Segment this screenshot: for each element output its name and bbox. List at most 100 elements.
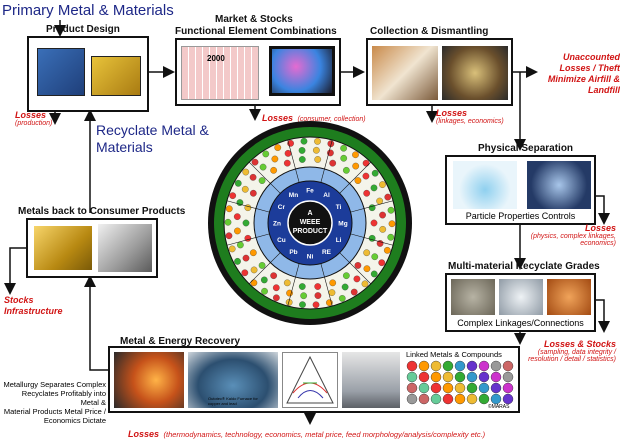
wheel-element-dot bbox=[383, 246, 391, 254]
compound-dot bbox=[466, 382, 478, 394]
grade-image-1 bbox=[451, 279, 495, 315]
compounds-label: Linked Metals & Compounds bbox=[406, 350, 502, 359]
wheel-element-dot bbox=[299, 301, 306, 309]
wheel-element-dot bbox=[242, 219, 250, 227]
compound-dot bbox=[442, 371, 454, 383]
market-title-1: Market & Stocks bbox=[215, 14, 293, 25]
wheel-element-dot bbox=[241, 185, 249, 193]
wheel-inner-element: Cu bbox=[277, 237, 286, 244]
compound-dot bbox=[442, 360, 454, 372]
wheel-element-dot bbox=[354, 177, 362, 184]
wheel-element-dot bbox=[250, 279, 258, 287]
wheel-element-dot bbox=[234, 227, 241, 235]
compound-dot bbox=[406, 371, 418, 383]
wheel-element-dot bbox=[259, 163, 267, 171]
wheel-element-dot bbox=[300, 292, 307, 300]
wheel-element-dot bbox=[341, 283, 349, 291]
multi-material-title: Multi-material Recyclate Grades bbox=[448, 261, 600, 272]
compound-dot bbox=[430, 371, 442, 383]
compound-dot bbox=[430, 393, 442, 405]
compound-dot bbox=[430, 382, 442, 394]
compound-dot bbox=[466, 371, 478, 383]
wheel-element-dot bbox=[260, 276, 268, 284]
metallurgy-note: Metallurgy Separates Complex Recyclates … bbox=[3, 380, 106, 425]
wheel-element-dot bbox=[298, 283, 306, 290]
wheel-center-line3: PRODUCT bbox=[293, 228, 328, 235]
compound-dot bbox=[502, 382, 514, 394]
wheel-element-dot bbox=[343, 272, 350, 280]
compound-dot bbox=[502, 360, 514, 372]
wheel-element-dot bbox=[314, 137, 321, 145]
wheel-element-dot bbox=[270, 272, 277, 280]
grade-image-2 bbox=[499, 279, 543, 315]
wheel-element-dot bbox=[298, 147, 306, 154]
wheel-element-dot bbox=[387, 233, 395, 241]
wheel-element-dot bbox=[384, 193, 392, 201]
wheel-element-dot bbox=[286, 289, 293, 297]
wheel-element-dot bbox=[328, 289, 336, 296]
compound-dot bbox=[454, 393, 466, 405]
furnace-image bbox=[188, 352, 278, 408]
wheel-element-dot bbox=[237, 241, 244, 249]
wheel-element-dot bbox=[270, 166, 277, 174]
silver-bar-image bbox=[98, 224, 152, 272]
wheel-element-dot bbox=[340, 144, 347, 152]
multi-material-box: Complex Linkages/Connections bbox=[445, 273, 596, 332]
compound-dot bbox=[418, 393, 430, 405]
wheel-element-dot bbox=[229, 192, 237, 200]
physical-separation-caption: Particle Properties Controls bbox=[465, 211, 576, 221]
compound-dot bbox=[406, 360, 418, 372]
wheel-element-dot bbox=[313, 146, 320, 154]
grade-image-3 bbox=[547, 279, 591, 315]
market-box: 2000 bbox=[175, 38, 341, 106]
wheel-element-dot bbox=[379, 181, 386, 188]
wheel-element-dot bbox=[283, 279, 291, 287]
wheel-center-line1: A bbox=[307, 210, 312, 217]
wheel-element-dot bbox=[379, 226, 387, 233]
losses-stocks: Losses & Stocks (sampling, data integrit… bbox=[528, 339, 616, 363]
wheel-element-dot bbox=[242, 254, 250, 262]
wheel-element-dot bbox=[273, 294, 280, 302]
wheel-element-dot bbox=[362, 172, 370, 180]
metals-back-title: Metals back to Consumer Products bbox=[18, 206, 186, 217]
wheel-inner-element: Ti bbox=[336, 204, 342, 211]
wheel-element-dot bbox=[283, 159, 291, 167]
wheel-element-dot bbox=[300, 137, 308, 145]
wheel-element-dot bbox=[353, 275, 361, 283]
wheel-element-dot bbox=[314, 292, 322, 299]
wheel-element-dot bbox=[236, 199, 244, 206]
losses-thermo: Losses (thermodynamics, technology, econ… bbox=[128, 429, 486, 439]
wheel-inner-element: Mn bbox=[289, 192, 298, 199]
collection-image-2 bbox=[442, 46, 508, 100]
wheel-element-dot bbox=[233, 213, 241, 220]
compounds-grid bbox=[406, 360, 514, 405]
wheel-element-dot bbox=[242, 168, 250, 176]
compound-dot bbox=[406, 382, 418, 394]
wheel-element-dot bbox=[250, 266, 258, 274]
wheel-element-dot bbox=[363, 265, 371, 273]
wheel-center-line2: WEEE bbox=[300, 219, 321, 226]
wheel-element-dot bbox=[376, 240, 384, 247]
furnace-label: Outotec® Kaldo Furnace for copper and le… bbox=[208, 396, 258, 406]
wheel-element-dot bbox=[271, 155, 279, 163]
compound-dot bbox=[478, 393, 490, 405]
compound-dot bbox=[418, 360, 430, 372]
losses-production: Losses (production) bbox=[15, 110, 53, 127]
wheel-element-dot bbox=[387, 206, 395, 214]
compound-dot bbox=[442, 393, 454, 405]
wheel-element-dot bbox=[354, 262, 362, 269]
compound-dot bbox=[418, 382, 430, 394]
compound-dot bbox=[478, 382, 490, 394]
wheel-element-dot bbox=[370, 184, 378, 192]
market-title-2: Functional Element Combinations bbox=[175, 26, 337, 37]
gold-bars-image bbox=[34, 226, 92, 270]
wheel-element-dot bbox=[251, 158, 259, 166]
wheel-element-dot bbox=[314, 156, 322, 163]
wheel-element-dot bbox=[376, 197, 383, 205]
multi-material-caption: Complex Linkages/Connections bbox=[457, 318, 584, 328]
wheel-element-dot bbox=[258, 177, 266, 184]
compound-dot bbox=[442, 382, 454, 394]
wheel-element-dot bbox=[258, 262, 266, 269]
